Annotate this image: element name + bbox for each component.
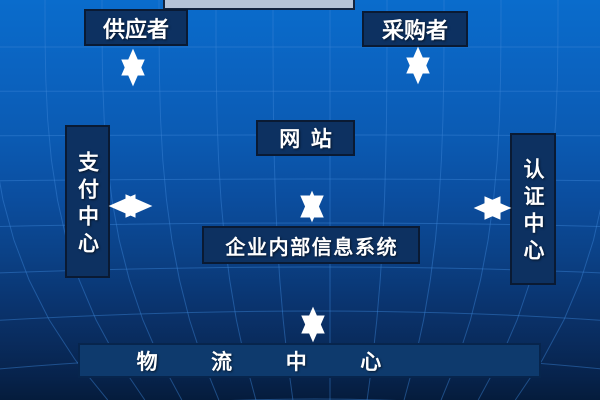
top-partial-box <box>163 0 355 10</box>
node-website: 网站 <box>256 120 355 156</box>
node-internal-system: 企业内部信息系统 <box>202 226 420 264</box>
node-purchaser: 采购者 <box>362 11 468 47</box>
node-logistics-center: 物 流 中 心 <box>78 343 541 378</box>
node-auth-center: 认证中心 <box>510 133 556 285</box>
node-supplier: 供应者 <box>84 9 188 46</box>
